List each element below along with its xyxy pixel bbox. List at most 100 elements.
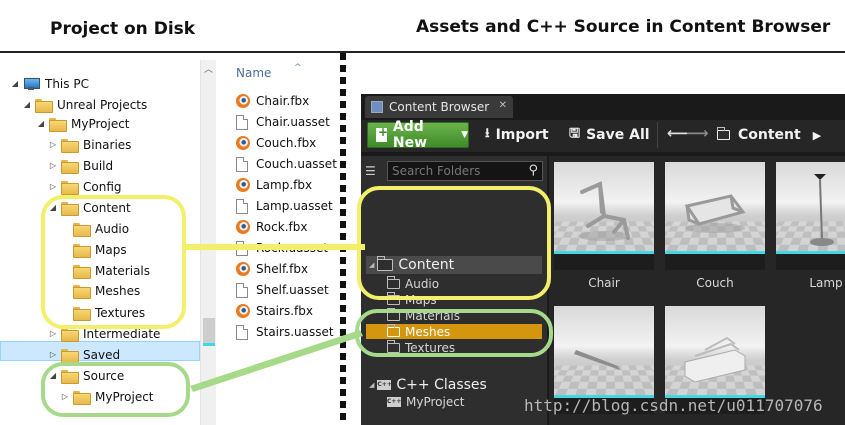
tree-item-config[interactable]: ▷ Config bbox=[48, 176, 122, 197]
search-folders-input[interactable]: Search Folders ⚲ bbox=[387, 161, 543, 181]
tree-item-content[interactable]: ◢ Content bbox=[48, 197, 131, 218]
folder-item-audio[interactable]: Audio bbox=[387, 276, 439, 291]
folder-item-meshes[interactable]: Meshes bbox=[387, 324, 450, 339]
scrollbar-thumb[interactable] bbox=[203, 318, 215, 346]
tree-item-textures[interactable]: Textures bbox=[60, 302, 145, 323]
collapse-icon[interactable]: ◢ bbox=[49, 371, 57, 380]
filter-icon[interactable]: ☰ bbox=[365, 164, 376, 178]
tree-item-label: Content bbox=[83, 200, 131, 215]
folder-icon bbox=[35, 98, 53, 113]
fbx-file-icon bbox=[236, 220, 250, 234]
collapse-icon[interactable]: ◢ bbox=[369, 261, 375, 269]
header-divider bbox=[0, 51, 845, 53]
expand-icon[interactable]: ▷ bbox=[61, 392, 69, 401]
tree-item-unreal-projects[interactable]: ◢ Unreal Projects bbox=[22, 94, 147, 115]
import-button[interactable]: ⭳ Import bbox=[485, 122, 549, 148]
search-row: ☰ Search Folders ⚲ bbox=[365, 160, 545, 182]
asset-tile-chair[interactable]: Chair bbox=[554, 162, 654, 290]
tree-item-audio[interactable]: Audio bbox=[60, 218, 129, 239]
asset-tile-couch[interactable]: Couch bbox=[665, 162, 765, 290]
tree-scrollbar[interactable]: ︿ bbox=[200, 60, 216, 425]
file-row[interactable]: Shelf.uasset bbox=[236, 280, 329, 300]
tree-item-maps[interactable]: Maps bbox=[60, 239, 127, 260]
asset-tile-stairs[interactable] bbox=[665, 306, 765, 414]
file-row[interactable]: Chair.fbx bbox=[236, 91, 309, 111]
expand-icon[interactable]: ▷ bbox=[49, 329, 57, 338]
folder-selection-highlight bbox=[366, 324, 542, 339]
folder-icon bbox=[73, 222, 91, 237]
save-all-button[interactable]: 🖫 Save All bbox=[569, 122, 650, 148]
file-row[interactable]: Couch.fbx bbox=[236, 133, 316, 153]
tab-content-browser[interactable]: Content Browser ✕ bbox=[365, 96, 513, 118]
file-row[interactable]: Rock.fbx bbox=[236, 217, 307, 237]
forward-arrow-icon[interactable]: ⟶ bbox=[687, 124, 709, 142]
collapse-icon[interactable]: ◢ bbox=[23, 100, 31, 109]
file-row[interactable]: Rock.uasset bbox=[236, 238, 328, 258]
folder-icon bbox=[387, 276, 400, 289]
tree-item-meshes[interactable]: Meshes bbox=[60, 280, 140, 301]
collapse-icon[interactable]: ◢ bbox=[49, 203, 57, 212]
folder-icon bbox=[73, 264, 91, 279]
tree-item-label: This PC bbox=[45, 76, 89, 91]
folder-icon bbox=[61, 159, 79, 174]
file-row[interactable]: Stairs.fbx bbox=[236, 301, 313, 321]
expand-icon[interactable]: ▷ bbox=[49, 182, 57, 191]
tree-item-intermediate[interactable]: ▷ Intermediate bbox=[48, 323, 160, 344]
file-row[interactable]: Shelf.fbx bbox=[236, 259, 308, 279]
tree-item-source[interactable]: ◢ Source bbox=[48, 365, 124, 386]
column-header-name[interactable]: Name ^ bbox=[236, 63, 302, 80]
fbx-file-icon bbox=[236, 136, 250, 150]
folder-item-maps[interactable]: Maps bbox=[387, 292, 437, 307]
file-row[interactable]: Couch.uasset bbox=[236, 154, 337, 174]
collapse-icon[interactable]: ◢ bbox=[11, 79, 19, 88]
file-row[interactable]: Lamp.fbx bbox=[236, 175, 312, 195]
folder-icon bbox=[387, 340, 400, 353]
add-new-button[interactable]: Add New ▼ bbox=[367, 119, 469, 151]
folder-item-content[interactable]: ◢ Content bbox=[369, 256, 455, 273]
document-icon bbox=[236, 198, 248, 214]
tree-item-label: Audio bbox=[95, 221, 130, 236]
tree-item-materials[interactable]: Materials bbox=[60, 260, 150, 281]
asset-tile-lamp[interactable]: Lamp bbox=[776, 162, 845, 290]
folder-icon bbox=[73, 306, 91, 321]
tree-item-label: Intermediate bbox=[83, 326, 161, 341]
tree-item-binaries[interactable]: ▷ Binaries bbox=[48, 134, 131, 155]
folders-panel: ☰ Search Folders ⚲ ◢ Content Audio Maps … bbox=[361, 156, 547, 425]
path-breadcrumb[interactable]: Content ▶ bbox=[717, 122, 821, 148]
close-icon[interactable]: ✕ bbox=[498, 100, 507, 111]
tree-item-myproject[interactable]: ◢ MyProject bbox=[36, 113, 130, 134]
couch-mesh-icon bbox=[684, 194, 746, 233]
tree-item-this-pc[interactable]: ◢ This PC bbox=[10, 73, 89, 94]
tree-item-saved[interactable]: ▷ Saved bbox=[48, 344, 120, 365]
collapse-icon[interactable]: ◢ bbox=[369, 381, 375, 389]
collapse-icon[interactable]: ◢ bbox=[37, 119, 45, 128]
chevron-right-icon[interactable]: ▶ bbox=[812, 128, 822, 142]
file-row[interactable]: Stairs.uasset bbox=[236, 322, 334, 342]
folder-icon bbox=[387, 308, 400, 321]
file-row[interactable]: Lamp.uasset bbox=[236, 196, 333, 216]
tree-item-build[interactable]: ▷ Build bbox=[48, 155, 113, 176]
chair-mesh-icon bbox=[578, 181, 630, 241]
tree-item-label: MyProject bbox=[95, 389, 154, 404]
file-row[interactable]: Chair.uasset bbox=[236, 112, 330, 132]
document-icon bbox=[236, 240, 248, 256]
document-icon bbox=[236, 282, 248, 298]
folder-icon bbox=[61, 369, 79, 384]
expand-icon[interactable]: ▷ bbox=[49, 350, 57, 359]
folder-item-cpp-classes[interactable]: ◢ C++ C++ Classes bbox=[369, 377, 487, 393]
expand-icon[interactable]: ▷ bbox=[49, 140, 57, 149]
search-icon[interactable]: ⚲ bbox=[528, 163, 538, 178]
cpp-folder-icon: C++ bbox=[377, 380, 392, 390]
chevron-up-icon[interactable]: ︿ bbox=[204, 64, 214, 74]
asset-tile-rock[interactable] bbox=[554, 306, 654, 414]
back-arrow-icon[interactable]: ⟵ bbox=[667, 124, 689, 142]
expand-icon[interactable]: ▷ bbox=[49, 161, 57, 170]
folder-icon bbox=[61, 180, 79, 195]
add-new-icon bbox=[376, 125, 388, 142]
folder-icon bbox=[73, 284, 91, 299]
tree-item-label: Saved bbox=[83, 347, 121, 362]
folder-item-cpp-myproject[interactable]: C++ MyProject bbox=[387, 395, 465, 409]
folder-item-materials[interactable]: Materials bbox=[387, 308, 460, 323]
folder-item-textures[interactable]: Textures bbox=[387, 340, 455, 355]
tree-item-source-myproject[interactable]: ▷ MyProject bbox=[60, 386, 154, 407]
